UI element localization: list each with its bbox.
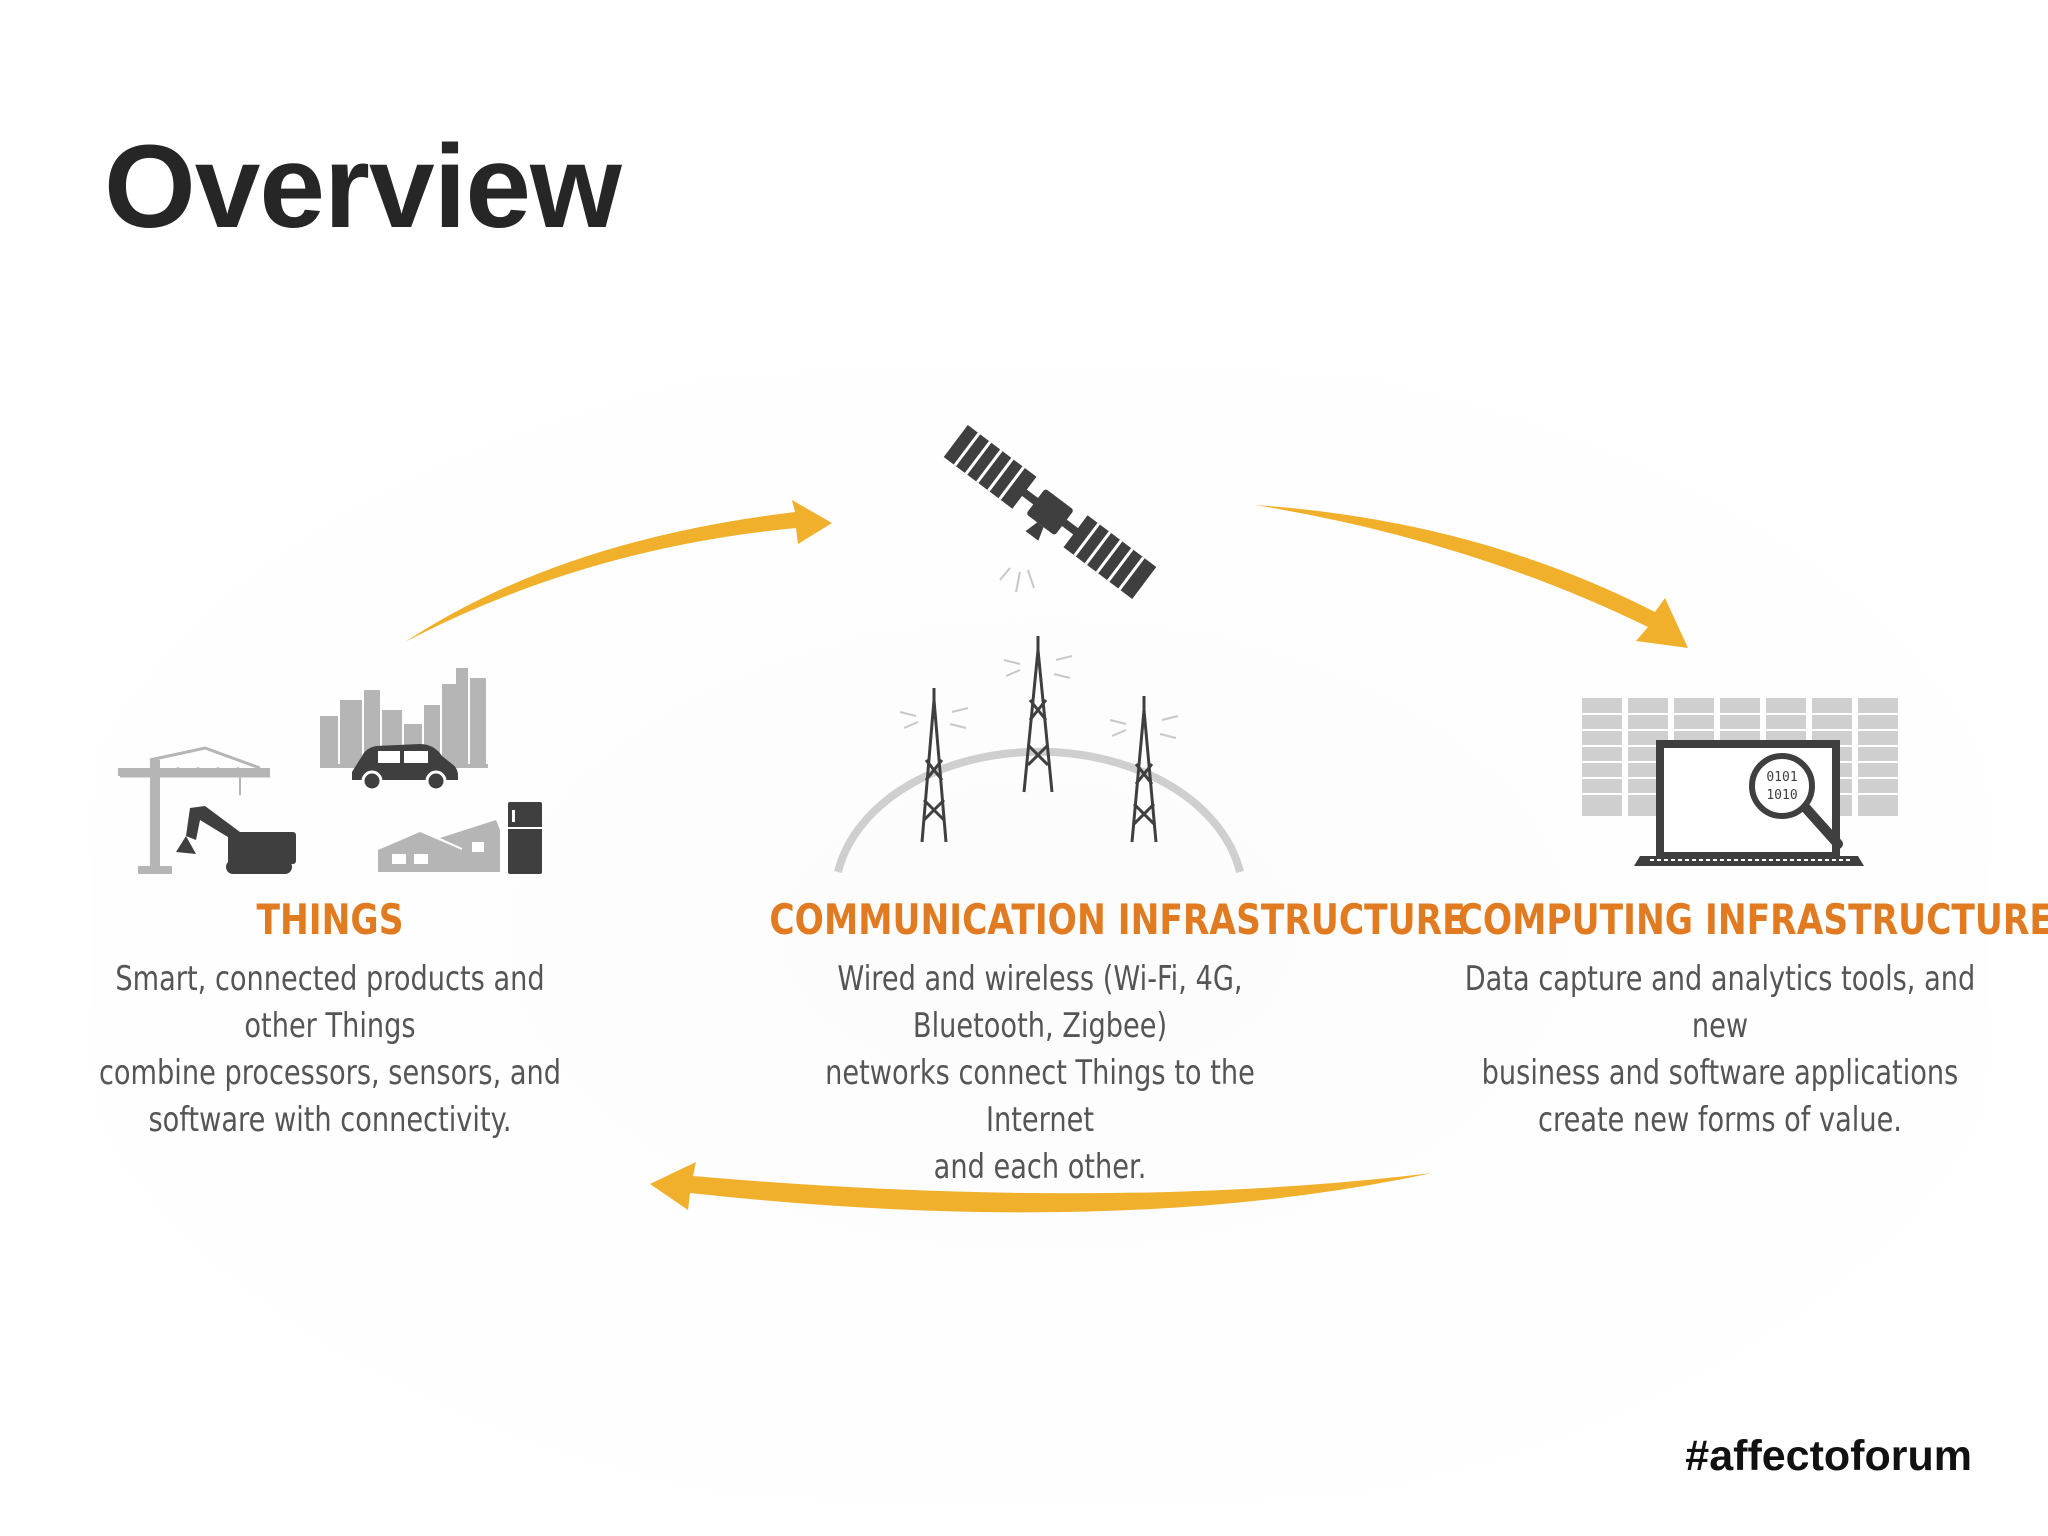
dome-arc: [834, 747, 1244, 873]
laptop-icon: [1634, 740, 1864, 866]
slide-title: Overview: [104, 121, 622, 253]
stage-heading: THINGS: [256, 895, 404, 944]
stage-things: THINGS Smart, connected products and oth…: [30, 895, 630, 1144]
cycle-arrow-bottom: [650, 1162, 1432, 1213]
crane-icon: [118, 746, 270, 874]
stage-description: Wired and wireless (Wi-Fi, 4G, Bluetooth…: [825, 959, 1255, 1187]
cycle-arrow-top-right: [1255, 505, 1688, 648]
magnifier-icon: 0101 1010: [1749, 753, 1843, 849]
refrigerator-icon: [508, 802, 542, 874]
radio-tower-icon: [899, 636, 1179, 843]
magnifier-binary-line-1: 0101: [1766, 770, 1797, 785]
stage-heading: COMMUNICATION INFRASTRUCTURE: [769, 895, 1466, 944]
magnifier-binary-line-2: 1010: [1766, 788, 1797, 803]
excavator-icon: [176, 806, 296, 874]
stage-computing-infrastructure: COMPUTING INFRASTRUCTURE Data capture an…: [1400, 895, 2048, 1144]
stage-description: Smart, connected products and other Thin…: [98, 959, 562, 1140]
cycle-arrow-top-left: [405, 500, 832, 642]
house-icon: [378, 820, 500, 872]
stage-description: Data capture and analytics tools, and ne…: [1464, 959, 1976, 1140]
stage-communication-infrastructure: COMMUNICATION INFRASTRUCTURE Wired and w…: [710, 895, 1466, 1191]
hashtag: #affectoforum: [1685, 1432, 1972, 1480]
satellite-icon: [943, 425, 1157, 599]
car-icon: [352, 744, 458, 792]
stage-heading: COMPUTING INFRASTRUCTURE: [1457, 895, 2048, 944]
